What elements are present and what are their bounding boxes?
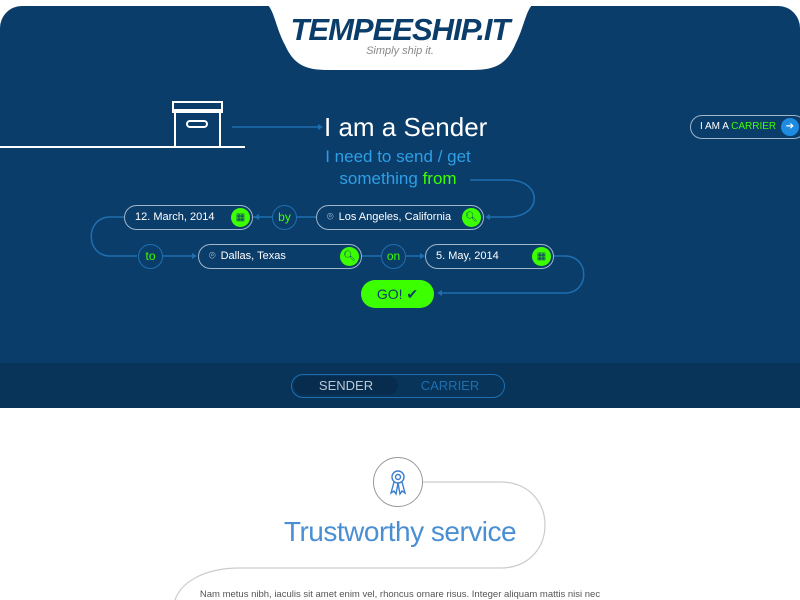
from-date-field[interactable]: 12. March, 2014 ▦	[124, 205, 253, 230]
mode-toggle-bar	[0, 363, 800, 408]
logo-tab	[255, 0, 545, 70]
location-pin-icon: ⌾	[327, 211, 334, 223]
subtitle-highlight: from	[422, 169, 457, 188]
toggle-sender[interactable]: SENDER	[294, 376, 398, 395]
subtitle-line2: something from	[300, 169, 496, 189]
carrier-highlight: CARRIER	[731, 121, 777, 132]
box-icon	[172, 101, 223, 148]
search-icon[interactable]: 🔍︎	[462, 207, 481, 227]
calendar-icon[interactable]: ▦	[231, 207, 250, 227]
destination-field[interactable]: ⌾ Dallas, Texas 🔍︎	[198, 244, 362, 269]
page-title: I am a Sender	[324, 112, 488, 142]
to-date-value: 5. May, 2014	[436, 250, 499, 262]
from-date-value: 12. March, 2014	[135, 211, 215, 223]
ribbon-award-icon	[389, 470, 407, 496]
feature-text: Nam metus nibh, iaculis sit amet enim ve…	[199, 589, 601, 600]
logo[interactable]: TEMPEESHIP.IT	[290, 12, 511, 47]
feature-title: Trustworthy service	[283, 516, 517, 547]
location-pin-icon: ⌾	[209, 250, 216, 262]
mode-toggle[interactable]: SENDER CARRIER	[291, 374, 505, 398]
origin-value: Los Angeles, California	[338, 211, 452, 223]
destination-value: Dallas, Texas	[220, 250, 286, 262]
carrier-prefix: I AM A	[700, 121, 729, 132]
subtitle-line1: I need to send / get	[325, 147, 471, 166]
go-button[interactable]: GO! ✔	[361, 280, 434, 308]
checkmark-icon: ✔	[406, 286, 419, 302]
by-label: by	[272, 205, 297, 230]
search-icon[interactable]: 🔍︎	[340, 246, 359, 266]
calendar-icon[interactable]: ▦	[532, 246, 551, 266]
arrow-right-icon: ➔	[781, 118, 799, 136]
tagline: Simply ship it.	[366, 45, 434, 57]
origin-field[interactable]: ⌾ Los Angeles, California 🔍︎	[316, 205, 484, 230]
subtitle-text: something	[339, 169, 418, 188]
go-label: GO!	[376, 286, 403, 302]
award-badge	[373, 457, 423, 507]
toggle-carrier[interactable]: CARRIER	[420, 378, 480, 393]
on-label: on	[381, 244, 406, 269]
to-label: to	[138, 244, 163, 269]
i-am-carrier-button[interactable]: I AM A CARRIER ➔	[690, 115, 800, 139]
to-date-field[interactable]: 5. May, 2014 ▦	[425, 244, 554, 269]
